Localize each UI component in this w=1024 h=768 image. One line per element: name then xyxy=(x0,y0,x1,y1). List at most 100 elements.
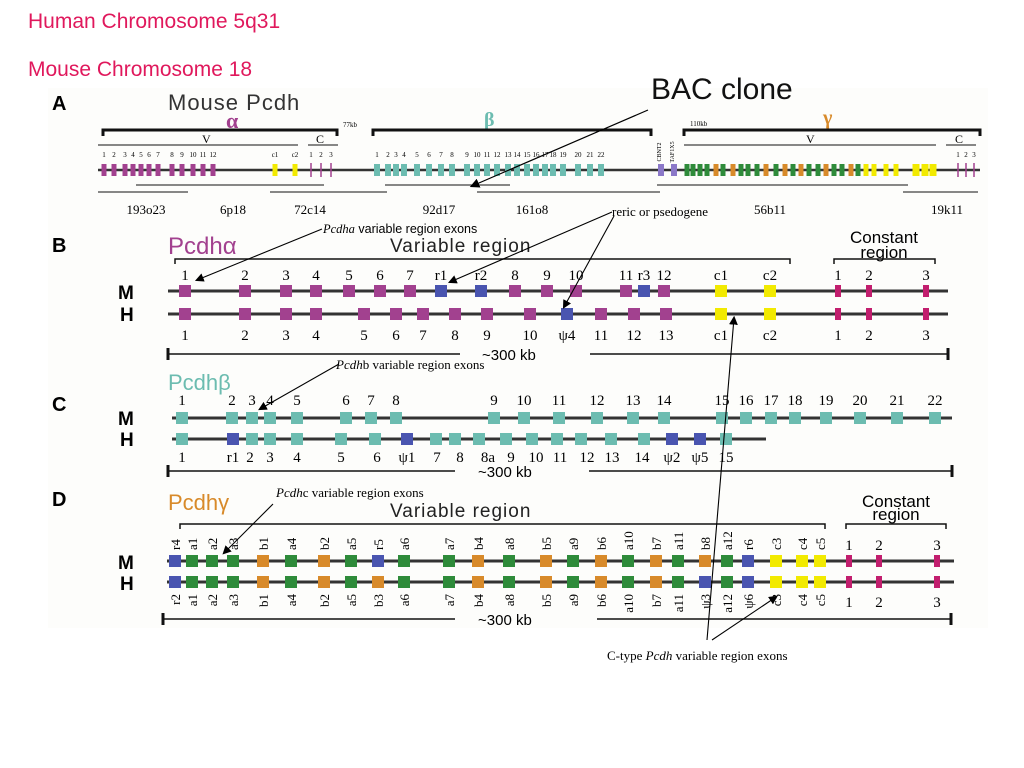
pcdhg-human-exon xyxy=(169,576,181,588)
pcdhg-mouse-exon xyxy=(398,555,410,567)
pcdhg-human-label: b4 xyxy=(471,594,486,608)
pcdhb-human-label: 2 xyxy=(246,450,254,466)
gamma-exon xyxy=(773,164,779,176)
alpha-exon xyxy=(292,164,298,176)
pcdhb-arrow xyxy=(258,363,340,411)
gamma-exon xyxy=(863,164,869,176)
pcdha-mouse-exon xyxy=(835,285,841,297)
panel-b-constant-label-2: region xyxy=(860,243,907,262)
taf-exon xyxy=(671,164,677,176)
panel-d-variable-label: Variable region xyxy=(390,501,531,522)
bac-clone-label: 19k11 xyxy=(931,202,963,217)
pcdhg-mouse-label: r5 xyxy=(371,539,386,550)
pcdhb-mouse-exon xyxy=(591,412,603,424)
pcdha-human-exon xyxy=(310,308,322,320)
panel-d-letter: D xyxy=(52,489,66,511)
gamma-c-exon xyxy=(929,164,937,176)
gap-77kb: 77kb xyxy=(343,121,358,129)
bac-clone-label: 193o23 xyxy=(127,202,166,217)
pcdhb-mouse-label: 8 xyxy=(392,393,400,409)
pcdhb-human-exon xyxy=(694,433,706,445)
pcdha-human-exon xyxy=(561,308,573,320)
pcdhg-mouse-label: b4 xyxy=(471,537,486,551)
pcdhb-human-label: 14 xyxy=(635,450,651,466)
pcdhg-human-exon xyxy=(186,576,198,588)
pcdhg-mouse-label: r6 xyxy=(741,539,756,550)
panel-b-title: Pcdhα xyxy=(168,233,237,260)
pcdhg-mouse-exon xyxy=(650,555,662,567)
gamma-exon xyxy=(730,164,736,176)
pcdhg-mouse-label: a7 xyxy=(442,537,457,550)
pcdhg-human-label: a1 xyxy=(185,594,200,606)
pcdha-human-exon xyxy=(358,308,370,320)
gamma-constant-label: 3 xyxy=(972,151,976,159)
pcdhg-human-exon xyxy=(846,576,852,588)
pcdhb-mouse-label: 16 xyxy=(739,393,755,409)
pcdhg-mouse-exon xyxy=(796,555,808,567)
panel-b-constant-label: Constant xyxy=(850,228,918,247)
pcdhg-mouse-label: a2 xyxy=(205,538,220,550)
gamma-bracket xyxy=(682,128,982,136)
pcdhg-mouse-exon xyxy=(372,555,384,567)
pcdha-mouse-exon xyxy=(638,285,650,297)
beta-exon-label: 16 xyxy=(533,151,541,159)
panel-b-row-h: H xyxy=(120,305,134,326)
beta-exon xyxy=(374,164,380,176)
gamma-exon xyxy=(893,164,899,176)
pcdha-mouse-label: 1 xyxy=(181,268,189,284)
pcdhg-human-label: 1 xyxy=(845,595,853,611)
gamma-c-exon xyxy=(912,164,920,176)
mouse-chromosome-title: Mouse Chromosome 18 xyxy=(28,58,253,81)
panel-d-variable-bracket xyxy=(179,523,826,529)
pcdha-mouse-label: r2 xyxy=(475,268,488,284)
bac-clone-label: 56b11 xyxy=(754,202,786,217)
pcdhb-human-label: r1 xyxy=(227,450,240,466)
pcdha-mouse-exon xyxy=(280,285,292,297)
pcdhg-human-exon xyxy=(318,576,330,588)
pcdha-human-label: 8 xyxy=(451,328,459,344)
pcdhg-mouse-label: a11 xyxy=(671,532,686,550)
gamma-exon xyxy=(738,164,744,176)
pcdha-annotation: Pcdha variable region exons xyxy=(322,222,477,236)
pcdhb-human-exon xyxy=(473,433,485,445)
gamma-symbol: γ xyxy=(822,107,833,129)
alpha-exon-label: c2 xyxy=(292,151,299,159)
beta-exon-label: 12 xyxy=(494,151,502,159)
pcdha-mouse-label: r3 xyxy=(638,268,651,284)
pcdhg-human-exon xyxy=(285,576,297,588)
pcdhb-mouse-label: 10 xyxy=(517,393,532,409)
pcdha-mouse-label: 12 xyxy=(657,268,672,284)
pcdha-mouse-label: 5 xyxy=(345,268,353,284)
gamma-exon xyxy=(823,164,829,176)
pcdha-human-exon xyxy=(524,308,536,320)
gamma-c-exon xyxy=(921,164,929,176)
pcdhb-human-label: ψ2 xyxy=(664,450,681,466)
pcdhb-human-exon xyxy=(264,433,276,445)
pcdhg-human-exon xyxy=(398,576,410,588)
reric-label: reric or psedogene xyxy=(612,204,708,219)
pcdhb-mouse-exon xyxy=(390,412,402,424)
beta-exon xyxy=(598,164,604,176)
pcdhb-mouse-label: 18 xyxy=(788,393,803,409)
bac-clone-label: 72c14 xyxy=(294,202,326,217)
pcdhg-mouse-exon xyxy=(846,555,852,567)
pcdhg-mouse-exon xyxy=(770,555,782,567)
beta-exon xyxy=(514,164,520,176)
pcdha-mouse-exon xyxy=(541,285,553,297)
gamma-exon xyxy=(883,164,889,176)
pcdhb-mouse-label: 20 xyxy=(853,393,868,409)
pcdha-human-label: c2 xyxy=(763,328,777,344)
pcdha-mouse-label: 11 xyxy=(619,268,633,284)
beta-exon xyxy=(494,164,500,176)
pcdha-human-label: 2 xyxy=(865,328,873,344)
gamma-exon xyxy=(815,164,821,176)
pcdhb-human-exon xyxy=(666,433,678,445)
pcdhg-human-label: a7 xyxy=(442,594,457,607)
beta-exon xyxy=(401,164,407,176)
pcdha-human-exon xyxy=(715,308,727,320)
alpha-exon xyxy=(190,164,196,176)
pcdhg-mouse-exon xyxy=(318,555,330,567)
pcdhg-mouse-label: b5 xyxy=(539,537,554,550)
alpha-exon-label: 3 xyxy=(123,151,127,159)
pcdha-mouse-exon xyxy=(764,285,776,297)
